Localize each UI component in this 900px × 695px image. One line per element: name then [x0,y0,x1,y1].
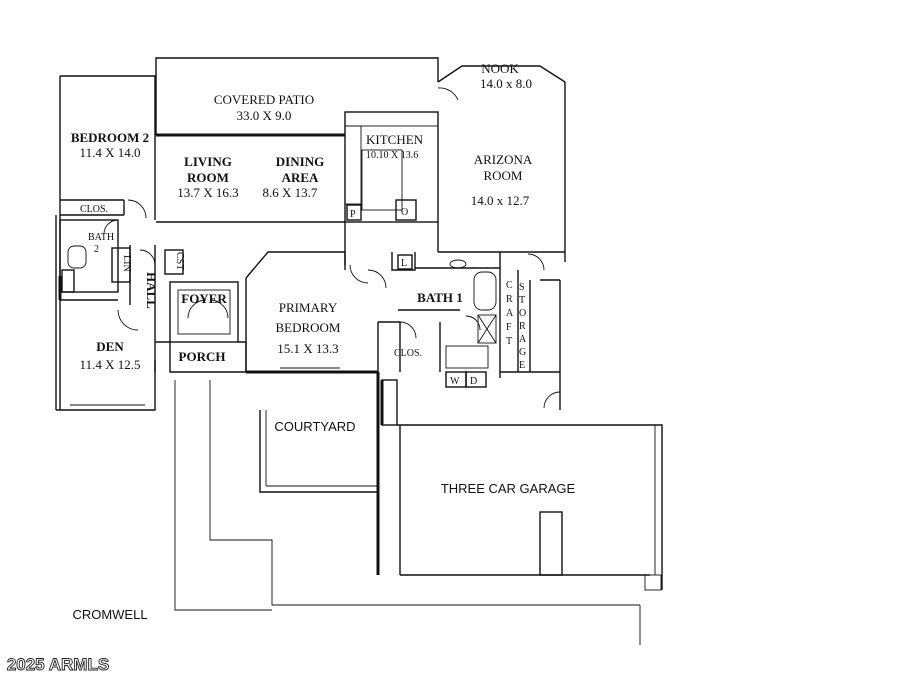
primary-size: 15.1 X 13.3 [277,341,338,356]
bedroom2-label: BEDROOM 2 [71,130,149,145]
svg-text:T: T [506,336,512,347]
bedroom2-size: 11.4 X 14.0 [80,145,141,160]
linen-l-label: L [401,258,407,269]
covered-patio-size: 33.0 X 9.0 [237,108,292,123]
bath2-label-2: 2 [94,244,99,255]
lin-label: LIN [121,255,132,272]
svg-text:G: G [519,347,526,358]
bath2-label-1: BATH [88,232,114,243]
svg-text:A: A [519,334,527,345]
dining-size: 8.6 X 13.7 [263,185,318,200]
living-label-2: ROOM [187,170,229,185]
bath1-label: BATH 1 [417,290,463,305]
courtyard-label: COURTYARD [274,419,355,434]
arizona-size: 14.0 x 12.7 [471,193,530,208]
craft-label: C R A F T [506,280,514,347]
dryer-label: D [470,376,477,387]
washer-label: W [450,376,460,387]
arizona-label-2: ROOM [483,168,522,183]
svg-text:T: T [519,295,525,306]
exterior-walls [55,57,566,575]
svg-text:F: F [506,322,512,333]
garage-label: THREE CAR GARAGE [441,481,576,496]
primary-label-2: BEDROOM [275,320,340,335]
clos-primary-label: CLOS. [394,348,422,359]
covered-patio-label: COVERED PATIO [214,92,314,107]
primary-label-1: PRIMARY [279,300,338,315]
hall-label: HALL [144,272,159,309]
garage-walls [397,424,663,591]
footer: CROMWELL 2025 ARMLS [6,607,147,674]
svg-text:A: A [506,308,514,319]
svg-text:C: C [506,280,513,291]
dining-label-2: AREA [282,170,319,185]
kitchen-size: 10.10 X 13.6 [366,150,418,161]
room-labels: COVERED PATIO 33.0 X 9.0 NOOK 14.0 x 8.0… [71,61,576,496]
den-size: 11.4 X 12.5 [80,357,141,372]
arizona-label-1: ARIZONA [474,152,533,167]
copyright-label: 2025 ARMLS [7,655,109,674]
svg-text:S: S [519,282,525,293]
svg-text:R: R [506,294,513,305]
svg-text:E: E [519,360,525,371]
clos-bed2-label: CLOS. [80,204,108,215]
kitchen-label: KITCHEN [366,132,424,147]
svg-text:R: R [519,321,526,332]
pantry-p-label: P [350,209,356,220]
svg-text:O: O [519,308,526,319]
storage-label: S T O R A G E [519,282,527,371]
oven-o-label: O [401,207,408,218]
living-label-1: LIVING [184,154,232,169]
porch-label: PORCH [179,349,226,364]
cst-label: CST [174,252,185,270]
community-label: CROMWELL [72,607,147,622]
nook-label: NOOK [481,61,519,76]
den-label: DEN [96,339,124,354]
nook-size: 14.0 x 8.0 [480,76,532,91]
foyer-label: FOYER [181,291,227,306]
doors [103,87,561,409]
dining-label-1: DINING [276,154,324,169]
living-size: 13.7 X 16.3 [177,185,238,200]
courtyard-walls [174,380,641,645]
